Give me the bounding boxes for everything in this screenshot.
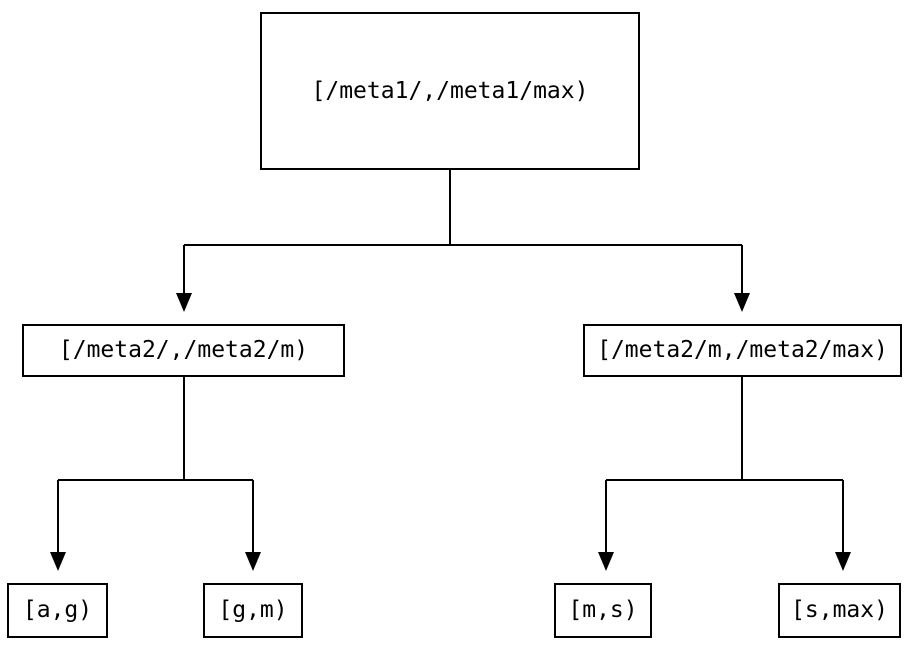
node-leaf-gm: [g,m) [203,583,303,638]
node-meta2-low: [/meta2/,/meta2/m) [22,324,345,377]
arrowhead-down-icon [598,552,614,571]
node-meta2-high: [/meta2/m,/meta2/max) [583,324,902,377]
edge-meta2-low-to-children [50,377,261,571]
node-root: [/meta1/,/meta1/max) [260,12,640,170]
edge-root-to-children [176,170,750,312]
node-leaf-ms: [m,s) [554,583,652,638]
node-leaf-smax: [s,max) [778,583,901,638]
arrowhead-down-icon [245,552,261,571]
arrowhead-down-icon [835,552,851,571]
arrowhead-down-icon [50,552,66,571]
arrowhead-down-icon [734,293,750,312]
arrowhead-down-icon [176,293,192,312]
node-leaf-ag: [a,g) [7,583,108,638]
edge-meta2-high-to-children [598,377,851,571]
